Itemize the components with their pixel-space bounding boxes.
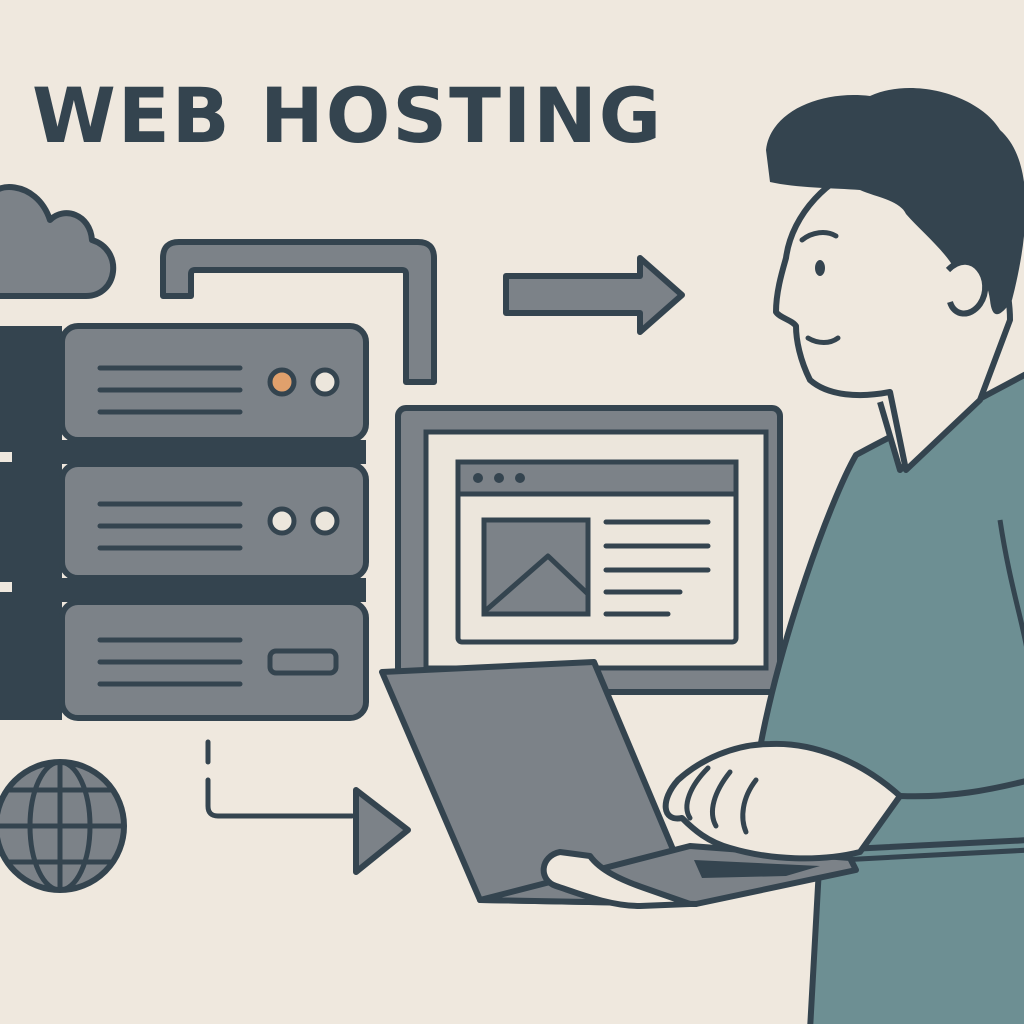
status-led (310, 367, 340, 397)
right-hand (662, 740, 903, 862)
page-title: WEB HOSTING (32, 71, 664, 160)
drive-slot (267, 648, 339, 676)
eye (815, 260, 825, 276)
status-led (267, 506, 297, 536)
mouth (805, 335, 841, 345)
server-rack (0, 323, 369, 721)
hair (766, 88, 1024, 315)
ear (945, 258, 989, 317)
laptop (379, 659, 859, 907)
status-led (310, 506, 340, 536)
laptop-keyboard (694, 860, 820, 878)
server-unit-3 (59, 599, 369, 721)
desktop-monitor (395, 405, 783, 695)
server-unit-2 (59, 461, 369, 581)
pipe-connector (160, 239, 437, 385)
hands (540, 740, 1024, 909)
browser-window (455, 459, 739, 645)
finger-line (710, 769, 733, 829)
status-led-orange (267, 367, 297, 397)
arrow-right-icon (503, 255, 685, 335)
finger-line (684, 765, 711, 821)
shirt (757, 371, 1024, 1024)
server-unit-1 (59, 323, 369, 443)
shirt-fold (997, 519, 1024, 648)
arrow-bottom-icon (205, 739, 411, 875)
head (766, 88, 1024, 473)
sleeve-edge (839, 847, 1024, 863)
sleeve (827, 778, 1024, 853)
image-placeholder-icon (481, 517, 591, 617)
left-hand (540, 849, 693, 909)
globe-icon (0, 759, 127, 893)
cloud-icon (0, 184, 117, 299)
rack-frame (0, 326, 62, 720)
eyebrow (799, 230, 839, 243)
finger-line (740, 777, 759, 835)
